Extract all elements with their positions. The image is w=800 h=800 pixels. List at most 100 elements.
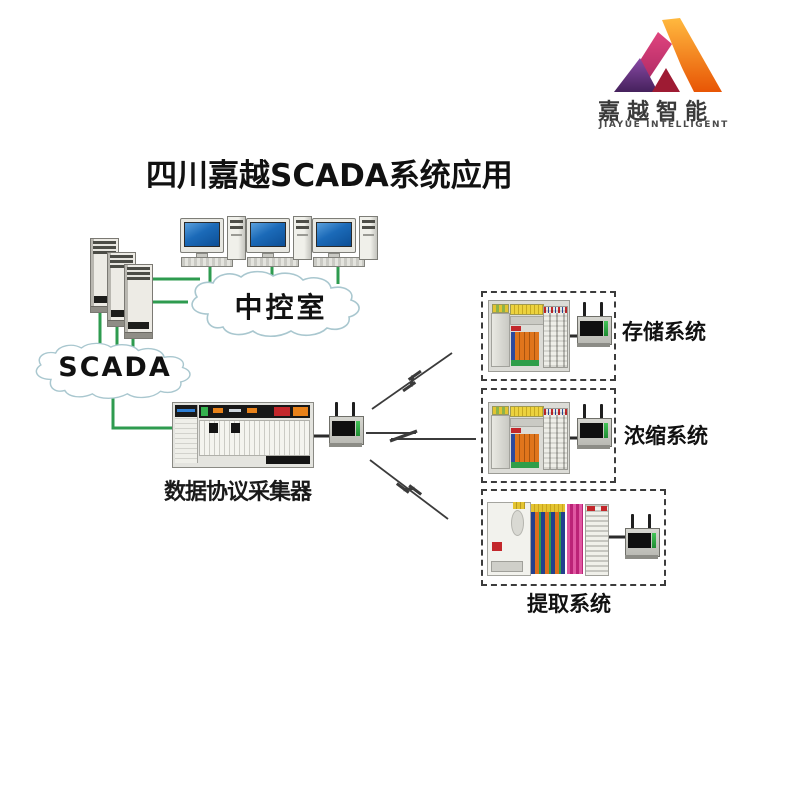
terminal-strip [510,406,544,417]
rack-base [266,456,310,464]
company-logo: 嘉越智能 JIAYUE INTELLIGENT [596,12,728,134]
page-title: 四川嘉越SCADA系统应用 [146,158,513,194]
terminal-blocks [492,406,509,415]
cpu-display [491,561,523,572]
keyboard-icon [313,257,365,267]
io-module-orange [511,434,539,462]
logo-mark-icon [614,18,722,92]
power-module [491,313,510,367]
wireless-router-concentration [576,404,612,450]
keyboard-icon [181,257,233,267]
router-led [604,423,608,438]
router-face [332,421,355,436]
pc-tower-icon [293,216,312,260]
server-base [108,320,135,326]
io-module-green [511,462,539,468]
terminal-strip [510,304,544,315]
antenna-icon [600,404,603,419]
router-base [625,555,658,559]
monitor-icon [180,218,224,253]
router-led [652,533,656,548]
scada-cloud-label: SCADA [58,352,172,383]
pc-tower-icon [359,216,378,260]
wireless-router-storage [576,302,612,348]
workstation-computer-3 [312,216,378,267]
pc-tower-icon [227,216,246,260]
collector-label: 数据协议采集器 [163,480,312,505]
plc-extraction [487,500,609,576]
antenna-icon [583,404,586,419]
lightning-bolt-icon [395,482,423,496]
remote-io-plc-concentration [488,402,570,474]
router-face [628,533,651,548]
rack-cpu-module [175,405,198,463]
status-led [492,542,502,551]
remote-io-plc-storage [488,300,570,372]
status-led [511,326,521,331]
server-base [91,306,118,312]
router-led [604,321,608,336]
wireless-links [366,352,476,520]
module-chip [201,407,208,416]
terminal-blocks [492,304,509,313]
workstation-computer-2 [246,216,312,267]
module-chip [229,409,241,412]
server-slot [94,296,115,303]
screen [316,222,352,247]
lightning-bolt-icon [389,429,418,443]
io-module-orange [511,332,539,360]
system-box-extraction [481,489,666,586]
logo-subtitle: JIAYUE INTELLIGENT [599,120,729,130]
antenna-icon [583,302,586,317]
status-led [511,428,521,433]
workstation-computer-1 [180,216,246,267]
server-slot [111,310,132,317]
power-module [491,415,510,469]
server-vents [127,267,150,280]
system-box-storage [481,291,616,381]
server-vents [93,241,116,254]
system-box-concentration [481,388,616,483]
antenna-icon [600,302,603,317]
module-chip [247,408,257,413]
router-led [356,421,360,436]
system-label-concentration: 浓缩系统 [624,424,708,448]
io-terminal-modules [543,408,568,470]
io-module-pink [567,504,583,574]
antenna-icon [631,514,634,529]
monitor-icon [312,218,356,253]
io-module-stripes [531,504,565,574]
rack-top-band [199,405,310,418]
io-module-white [585,504,609,576]
antenna-icon [335,402,338,417]
system-label-extraction: 提取系统 [527,592,611,616]
server-tower-3 [124,264,153,339]
keyboard-icon [247,257,299,267]
module-chip [213,408,223,413]
screen [250,222,286,247]
screen [184,222,220,247]
wire-scada-collector [111,388,174,430]
io-terminal-modules [543,306,568,368]
io-module-green [511,360,539,366]
server-base [125,332,152,338]
router-base [577,445,610,449]
keyswitch [209,423,218,433]
server-slot [128,322,149,329]
router-base [577,343,610,347]
module-chip [293,407,308,416]
monitor-icon [246,218,290,253]
lightning-bolt-icon [402,369,422,393]
router-base [329,443,362,447]
control-room-cloud-label: 中控室 [234,291,328,324]
terminal-blocks [513,502,525,509]
router-face [580,321,603,336]
cpu-window [511,510,524,536]
logo-name: 嘉越智能 [598,100,715,125]
wireless-router-main [328,402,364,448]
module-chip [274,407,290,416]
router-face [580,423,603,438]
antenna-icon [648,514,651,529]
antenna-icon [352,402,355,417]
system-label-storage: 存储系统 [622,320,706,344]
